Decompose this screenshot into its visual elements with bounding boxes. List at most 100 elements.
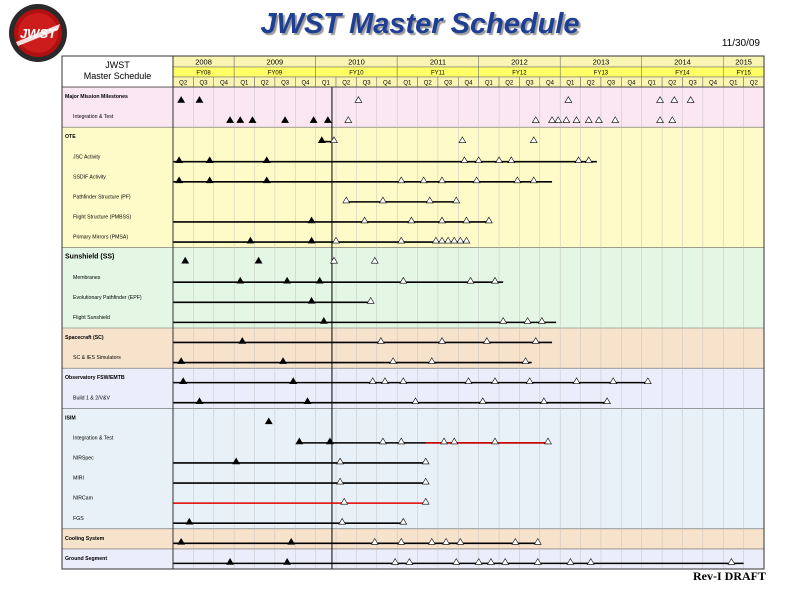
quarter-label: Q3 (444, 81, 453, 87)
milestone-triangle (344, 116, 353, 123)
row-label: ISIM (65, 415, 76, 421)
milestone-triangle (342, 196, 351, 204)
corner-label: Master Schedule (84, 71, 152, 81)
row-label: Ground Segment (65, 556, 107, 562)
milestone-triangle (281, 116, 290, 123)
milestone-triangle (287, 537, 296, 545)
milestone-triangle (289, 377, 298, 384)
milestone-triangle (175, 156, 184, 164)
row-label: Observatory FSW/EMTB (65, 375, 125, 381)
fiscal-year-label: FY14 (675, 71, 690, 77)
milestone-triangle (458, 136, 467, 143)
milestone-triangle (405, 558, 414, 565)
milestone-triangle (460, 156, 469, 164)
milestone-triangle (354, 96, 363, 103)
row-label: Build 1 & 2/V&V (73, 395, 110, 401)
year-label: 2011 (430, 58, 446, 67)
quarter-label: Q1 (648, 81, 657, 87)
milestone-triangle (584, 156, 593, 164)
milestone-triangle (205, 156, 214, 164)
row-label: Pathfinder Structure (PF) (73, 194, 131, 200)
chart-frame (61, 55, 765, 570)
milestone-triangle (179, 377, 188, 384)
milestone-triangle (360, 216, 369, 224)
milestone-triangle (309, 116, 318, 123)
milestone-triangle (452, 196, 461, 204)
fiscal-year-label: FY13 (594, 71, 609, 77)
section-band (62, 87, 764, 128)
row-label: NIRSpec (73, 456, 94, 462)
quarter-label: Q4 (546, 81, 555, 87)
quarter-label: Q1 (485, 81, 494, 87)
milestone-triangle (283, 558, 292, 565)
milestone-triangle (609, 377, 618, 384)
milestone-triangle (246, 236, 255, 244)
milestone-triangle (391, 558, 400, 565)
milestone-triangle (462, 216, 471, 224)
milestone-triangle (370, 256, 379, 264)
milestone-triangle (307, 236, 316, 244)
row-bands (62, 87, 764, 569)
milestone-triangle (491, 377, 499, 384)
milestone-triangle (586, 558, 595, 565)
milestone-triangle (421, 477, 430, 485)
milestone-triangle (474, 558, 483, 565)
milestone-triangle (452, 558, 461, 565)
milestone-triangle (486, 558, 495, 565)
milestone-triangle (466, 276, 475, 284)
milestones (175, 96, 736, 565)
quarter-label: Q4 (383, 81, 392, 87)
year-label: 2012 (511, 58, 528, 67)
milestone-triangle (397, 236, 406, 244)
milestone-triangle (195, 397, 204, 405)
quarter-label: Q2 (261, 81, 270, 87)
milestone-triangle (533, 558, 542, 565)
milestone-triangle (438, 176, 446, 184)
milestone-triangle (389, 357, 398, 364)
milestone-triangle (499, 317, 508, 324)
row-label: Membranes (73, 275, 101, 281)
row-label: FGS (73, 516, 84, 522)
milestone-triangle (656, 116, 664, 123)
milestone-triangle (564, 96, 573, 103)
milestone-triangle (566, 558, 575, 565)
milestone-triangle (205, 176, 214, 184)
milestone-triangle (338, 517, 347, 525)
quarter-label: Q3 (363, 81, 372, 87)
milestone-triangle (330, 136, 338, 143)
milestone-triangle (478, 397, 487, 405)
page-title: JWST Master Schedule (260, 8, 580, 40)
quarter-label: Q1 (403, 81, 412, 87)
milestone-triangle (584, 116, 593, 123)
milestone-triangle (397, 537, 406, 545)
milestone-triangle (523, 317, 532, 324)
milestone-triangle (529, 136, 538, 143)
logo-text: JWST (20, 26, 57, 41)
milestone-triangle (427, 537, 436, 545)
milestone-triangle (421, 457, 430, 465)
quarter-label: Q4 (301, 81, 310, 87)
fiscal-year-label: FY09 (268, 71, 283, 77)
milestone-triangle (319, 317, 328, 324)
milestone-triangle (507, 156, 516, 164)
quarter-label: Q2 (668, 81, 677, 87)
milestone-triangle (554, 116, 563, 123)
milestone-triangle (307, 296, 316, 304)
milestone-triangle (236, 276, 245, 284)
milestone-triangle (397, 437, 406, 445)
milestone-triangle (462, 236, 471, 244)
row-label: SC & IES Simulators (73, 355, 121, 361)
milestone-triangle (323, 116, 332, 123)
outer-border (61, 55, 765, 570)
milestone-triangle (226, 116, 234, 123)
quarter-label: Q2 (342, 81, 351, 87)
milestone-triangle (450, 236, 459, 244)
quarter-label: Q3 (607, 81, 616, 87)
milestone-triangle (425, 196, 434, 204)
milestone-triangle (238, 337, 247, 344)
milestone-triangle (330, 256, 338, 264)
milestone-triangle (548, 116, 556, 123)
milestone-triangle (533, 537, 542, 545)
quarter-label: Q1 (322, 81, 331, 87)
